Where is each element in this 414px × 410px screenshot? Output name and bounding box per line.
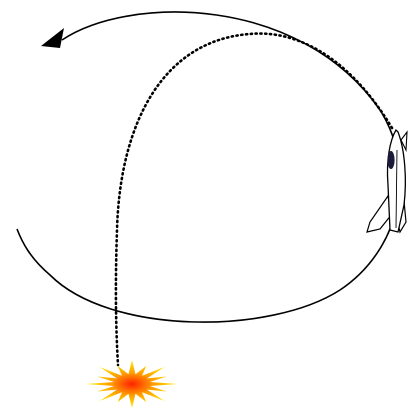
explosion-burst-icon (86, 360, 178, 408)
arrowhead-left-icon (41, 28, 64, 48)
orbit-path (17, 12, 400, 322)
cockpit-window (387, 151, 394, 169)
descent-trajectory (116, 34, 392, 365)
space-shuttle-icon (367, 130, 407, 232)
